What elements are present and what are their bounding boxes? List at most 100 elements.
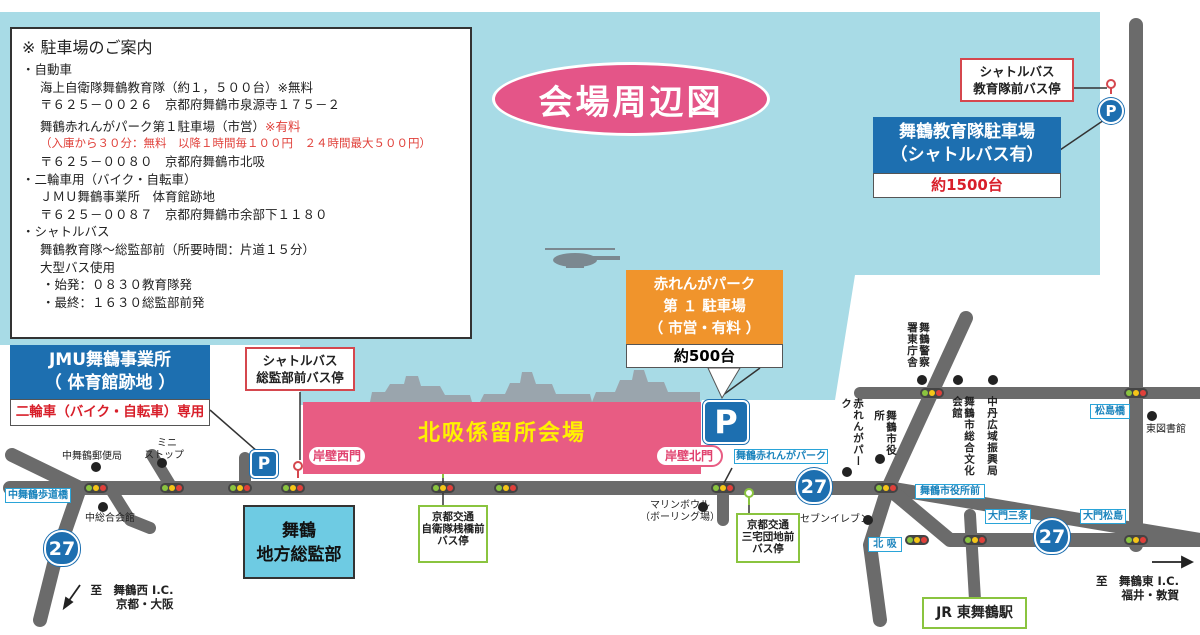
traffic-light bbox=[431, 483, 455, 493]
bus-stop-jieitai: 京都交通 自衛隊桟橋前 バス停 bbox=[418, 505, 488, 563]
intersection-omon3: 大門三条 bbox=[985, 509, 1031, 524]
info-shuttle-heading: ・シャトルバス bbox=[22, 224, 110, 240]
sokan-building: 舞鶴 地方総監部 bbox=[243, 505, 355, 579]
road-city-diag bbox=[863, 311, 973, 627]
road-west-diag bbox=[5, 448, 87, 495]
bus-stop-1-line-1: 京都交通 bbox=[432, 511, 474, 523]
intersection-akarenga: 舞鶴赤れんがパーク bbox=[734, 449, 828, 464]
edu-parking-line-2: （シャトルバス有） bbox=[890, 145, 1044, 165]
info-shuttle-line-2: 大型バス使用 bbox=[40, 259, 116, 275]
landmark-general-office: 中総合会館 bbox=[85, 513, 135, 524]
direction-arrows bbox=[62, 555, 1195, 611]
landmark-police: 舞鶴警察署東庁舎 bbox=[906, 322, 930, 368]
info-shuttle-line-4: ・最終：１６３０総監部前発 bbox=[42, 294, 205, 310]
jmu-line-1: JMU舞鶴事業所 bbox=[48, 350, 172, 370]
traffic-light bbox=[84, 483, 108, 493]
bus-stop-1-line-3: バス停 bbox=[437, 535, 469, 547]
road-south-1 bbox=[881, 481, 1200, 547]
intersection-matsushima: 松島橋 bbox=[1090, 404, 1130, 419]
landmark-seven-eleven: セブンイレブン bbox=[800, 514, 870, 525]
traffic-light bbox=[281, 483, 305, 493]
info-shuttle-line-3: ・始発：０８３０教育隊発 bbox=[42, 277, 193, 293]
venue-name: 北吸係留所会場 bbox=[417, 421, 586, 446]
ship-1 bbox=[370, 376, 472, 402]
orange-callout-tail bbox=[707, 367, 741, 400]
traffic-light bbox=[1124, 388, 1148, 398]
road-mini-s bbox=[104, 482, 156, 534]
akarenga-parking-line-1: 赤れんがパーク bbox=[653, 277, 756, 293]
direction-east: 至 舞鶴東 I.C. 福井・敦賀 bbox=[1096, 574, 1179, 602]
intersection-omon-matsu: 大門松島 bbox=[1080, 509, 1126, 524]
ship-3 bbox=[592, 370, 700, 402]
landmark-mini-stop-1: ミニ bbox=[157, 438, 177, 449]
parking-icon-edu: P bbox=[1098, 98, 1124, 124]
main-road bbox=[3, 481, 1200, 547]
route-27-west: 27 bbox=[44, 530, 80, 566]
traffic-light bbox=[963, 535, 987, 545]
shuttle-stop-edu-line-2: 教育隊前バス停 bbox=[973, 81, 1061, 96]
shuttle-stop-edu-label: シャトルバス 教育隊前バス停 bbox=[960, 58, 1074, 102]
sokan-line-2: 地方総監部 bbox=[256, 545, 342, 565]
sokan-line-1: 舞鶴 bbox=[282, 521, 316, 541]
direction-east-1: 至 舞鶴東 I.C. bbox=[1096, 574, 1179, 588]
shuttle-stop-sokan-line-2: 総監部前バス停 bbox=[256, 370, 344, 385]
direction-east-2: 福井・敦賀 bbox=[1121, 588, 1179, 602]
helicopter bbox=[545, 248, 620, 268]
map-title: 会場周辺図 bbox=[492, 62, 770, 136]
direction-west-1: 至 舞鶴西 I.C. bbox=[90, 583, 174, 597]
landmark-library: 東図書館 bbox=[1146, 424, 1186, 435]
bus-stop-2-line-2: 三宅団地前 bbox=[741, 531, 795, 543]
akarenga-parking-label: 赤れんがパーク 第 １ 駐車場 （ 市営・有料 ） bbox=[626, 270, 783, 344]
shuttle-stop-sokan-label: シャトルバス 総監部前バス停 bbox=[245, 347, 355, 391]
traffic-light bbox=[905, 535, 929, 545]
traffic-light bbox=[160, 483, 184, 493]
landmark-city-hall: 舞鶴市役所 bbox=[873, 410, 897, 456]
jr-station-label: JR 東舞鶴駅 bbox=[922, 597, 1027, 629]
direction-west: 至 舞鶴西 I.C. 京都・大阪 bbox=[90, 583, 174, 611]
info-car-2-paid: ※有料 bbox=[265, 118, 301, 134]
traffic-light bbox=[874, 483, 898, 493]
jmu-line-2: （ 体育館跡地 ） bbox=[44, 373, 176, 393]
shuttle-stop-sokan-line-1: シャトルバス bbox=[262, 353, 338, 368]
bus-stop-1-line-2: 自衛隊桟橋前 bbox=[421, 523, 485, 535]
landmark-culture-hall: 舞鶴市総合文化会館 bbox=[951, 396, 975, 477]
info-bike-heading: ・二輪車用（バイク・自転車） bbox=[22, 171, 197, 187]
traffic-light bbox=[494, 483, 518, 493]
landmark-post-office: 中舞鶴郵便局 bbox=[62, 451, 122, 462]
jmu-note: 二輪車（バイク・自転車）専用 bbox=[10, 399, 210, 426]
route-27-center: 27 bbox=[796, 468, 832, 504]
ship-2 bbox=[480, 372, 592, 402]
bus-stop-miyake: 京都交通 三宅団地前 バス停 bbox=[736, 513, 800, 563]
info-car-1-line-1: 海上自衛隊舞鶴教育隊（約１，５００台）※無料 bbox=[40, 79, 313, 95]
parking-icon-jmu: P bbox=[250, 450, 278, 478]
info-heading: ※ 駐車場のご案内 bbox=[22, 38, 153, 57]
edu-parking-label: 舞鶴教育隊駐車場 （シャトルバス有） bbox=[873, 117, 1061, 173]
landmark-kotobuki: 中丹広域振興局 bbox=[986, 396, 998, 477]
landmark-marine-bowl: マリンボウル （ボーリング場） bbox=[640, 500, 720, 524]
info-bike-line-1: ＪＭＵ舞鶴事業所 体育館跡地 bbox=[40, 189, 216, 205]
landmark-mini-stop: ミニ ストップ bbox=[144, 438, 184, 462]
akarenga-parking-capacity: 約500台 bbox=[626, 344, 783, 368]
road-south-jr bbox=[964, 509, 981, 606]
info-car-1-line-2: 〒６２５－００２６ 京都府舞鶴市泉源寺１７５－２ bbox=[40, 97, 341, 113]
bus-stop-2-line-3: バス停 bbox=[752, 543, 784, 555]
info-bike-line-2: 〒６２５－００８７ 京都府舞鶴市余部下１１８０ bbox=[40, 206, 328, 222]
traffic-light bbox=[1124, 535, 1148, 545]
bus-stop-2-line-1: 京都交通 bbox=[747, 519, 789, 531]
landmark-mini-stop-2: ストップ bbox=[144, 450, 184, 461]
edu-parking-capacity: 約1500台 bbox=[873, 173, 1061, 198]
akarenga-parking-line-3: （ 市営・有料 ） bbox=[648, 321, 761, 337]
info-car-heading: ・自動車 bbox=[22, 62, 73, 77]
parking-icon-akarenga: P bbox=[703, 400, 749, 444]
route-27-east: 27 bbox=[1034, 518, 1070, 554]
direction-west-2: 京都・大阪 bbox=[116, 597, 174, 611]
shuttle-stop-edu-line-1: シャトルバス bbox=[979, 64, 1055, 79]
landmark-dots bbox=[91, 375, 1157, 525]
landmark-marine-bowl-1: マリンボウル bbox=[650, 500, 710, 511]
gate-west: 岸壁西門 bbox=[307, 445, 367, 467]
venue-area: 北吸係留所会場 bbox=[303, 402, 701, 474]
gate-north: 岸壁北門 bbox=[655, 445, 723, 467]
info-car-2-name: 舞鶴赤れんがパーク第１駐車場（市営） bbox=[40, 118, 266, 134]
traffic-light bbox=[228, 483, 252, 493]
